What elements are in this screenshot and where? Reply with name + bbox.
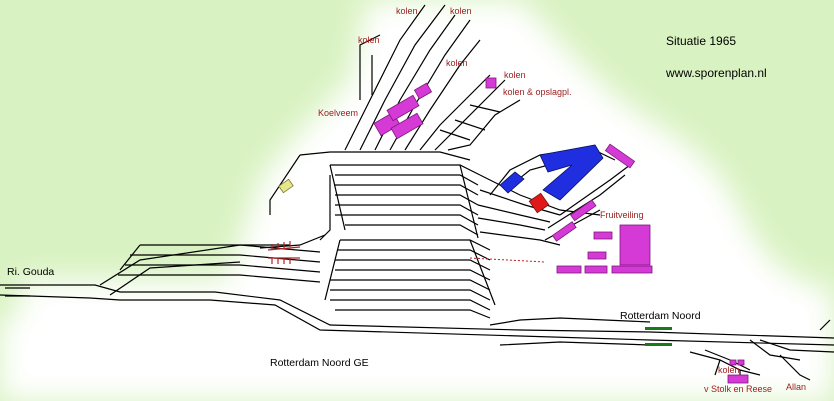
fruit-shed-1 (604, 143, 636, 169)
diagram-title: Situatie 1965 (666, 34, 736, 48)
buildings (267, 77, 749, 384)
label-kolen-6: kolen (718, 365, 740, 375)
blue-warehouse-small (499, 171, 525, 194)
fruit-shed-3 (551, 221, 577, 242)
blue-warehouse (539, 144, 604, 201)
main-track-2 (0, 294, 834, 346)
fruit-shed-4 (593, 231, 613, 240)
connecting-track-2 (109, 261, 241, 296)
label-rotterdam-noord: Rotterdam Noord (620, 310, 701, 322)
platform-south (645, 343, 672, 346)
dotted-connector (469, 257, 546, 263)
connecting-track (99, 244, 290, 286)
label-kolen-4: kolen (446, 58, 468, 68)
label-kolen-1: kolen (396, 6, 418, 16)
buffer-stubs-west (5, 287, 30, 297)
loading-ramp (267, 241, 301, 264)
fruit-shed-5 (587, 251, 607, 260)
main-track-1 (0, 284, 834, 339)
label-vstolk: v Stolk en Reese (704, 384, 772, 394)
place-labels: kolen kolen kolen kolen kolen kolen & op… (318, 6, 806, 394)
fruit-shed-7 (584, 265, 608, 274)
vstolk-building (727, 374, 749, 384)
kolen-bunker-1 (729, 359, 737, 366)
kolen-bunker-2 (737, 359, 745, 366)
label-allan: Allan (786, 382, 806, 392)
tracks (0, 4, 834, 381)
fruit-shed-8 (611, 265, 653, 274)
website-label: www.sporenplan.nl (665, 66, 767, 80)
label-ri-gouda: Ri. Gouda (7, 266, 54, 278)
label-kolen-2: kolen (450, 6, 472, 16)
label-kolen-opslag: kolen & opslagpl. (503, 87, 572, 97)
header-labels: Situatie 1965 www.sporenplan.nl (665, 34, 767, 80)
fruit-shed-6 (556, 265, 582, 274)
label-kolen-3: kolen (358, 35, 380, 45)
platform-north (645, 327, 672, 330)
fruitveiling-main (619, 224, 651, 266)
label-rotterdam-noord-ge: Rotterdam Noord GE (270, 357, 369, 369)
station-labels: Ri. Gouda Rotterdam Noord Rotterdam Noor… (7, 266, 701, 369)
red-building (528, 192, 550, 214)
fruit-shed-2 (570, 199, 597, 222)
yellow-shed (278, 178, 294, 194)
label-kolen-5: kolen (504, 70, 526, 80)
kolen-opslag-building (485, 77, 497, 89)
koelveem-building-3 (390, 112, 424, 140)
koelveem-building-2 (386, 94, 420, 122)
label-koelveem: Koelveem (318, 108, 358, 118)
koelveem-building-4 (413, 82, 433, 100)
label-fruitveiling: Fruitveiling (600, 210, 644, 220)
